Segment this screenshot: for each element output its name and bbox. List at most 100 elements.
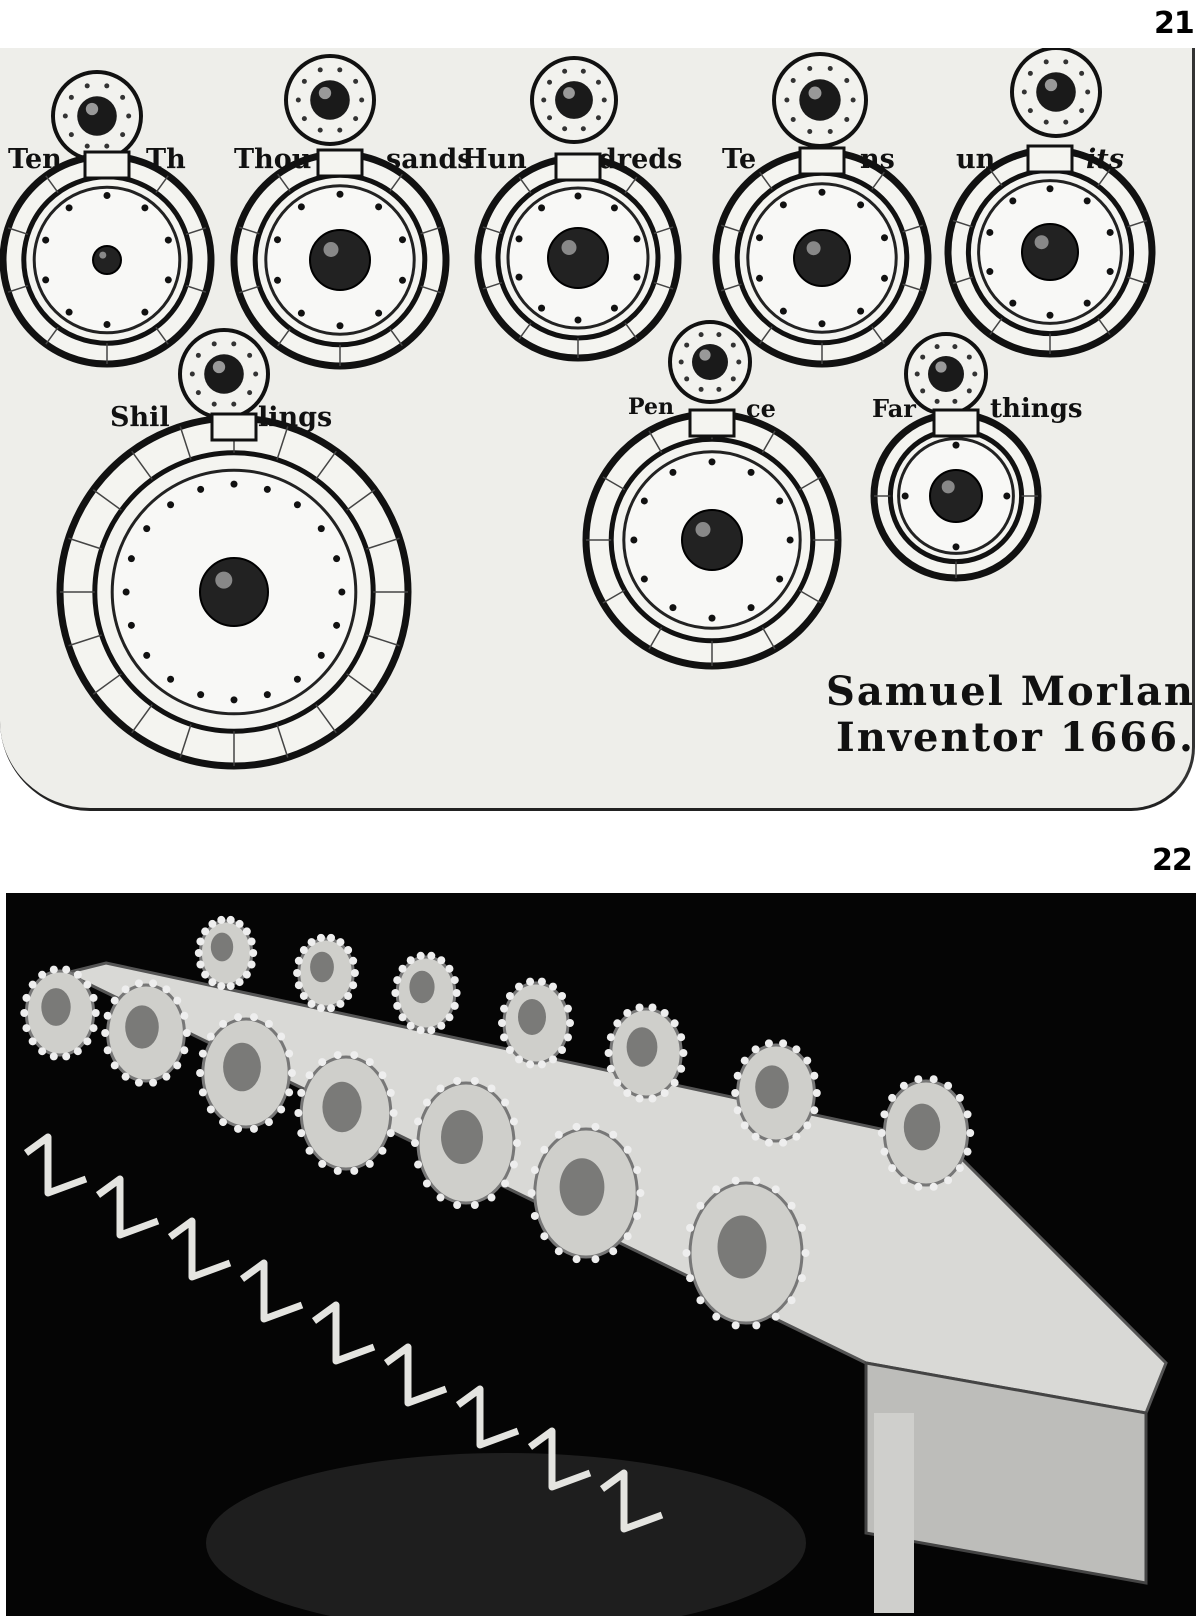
small-dial-tens-mark <box>807 128 813 134</box>
dial-pence-pin <box>708 614 716 622</box>
machine-wheel <box>527 1122 645 1264</box>
wheel-tooth <box>336 999 345 1008</box>
wheel-tooth <box>501 1098 510 1107</box>
wheel-tooth <box>293 969 302 977</box>
dial-farthings-window <box>932 408 980 438</box>
small-dial-units-knob-highlight <box>1044 78 1058 92</box>
small-dial-units-mark <box>1085 89 1091 95</box>
dial-thousands-pin <box>273 236 281 244</box>
wheel-tooth <box>527 1189 536 1197</box>
wheel-tooth <box>103 1046 112 1055</box>
dial-ten-thousands-pin <box>103 320 111 328</box>
wheel-tooth <box>751 1132 760 1141</box>
wheel-tooth <box>182 1029 191 1037</box>
dial-ten-thousands-division <box>155 175 169 194</box>
dial-tens-window <box>798 146 846 176</box>
wheel-tooth <box>771 1312 780 1321</box>
wheel-tooth <box>779 1138 788 1147</box>
dial-pence-division <box>761 430 776 454</box>
wheel-hub <box>626 1027 658 1067</box>
wheel-tooth <box>613 1019 622 1028</box>
small-dial-tens-mark <box>844 78 850 84</box>
wheel-tooth <box>606 1033 615 1042</box>
wheel-tooth <box>28 1037 37 1046</box>
dial-shillings-pin <box>333 555 341 563</box>
dial-units-division <box>989 317 1003 335</box>
wheel-tooth <box>515 1055 523 1064</box>
dial-tens <box>712 146 932 368</box>
crank-handle <box>167 1217 232 1281</box>
dial-units-pin <box>1106 268 1114 276</box>
dial-shillings-pin <box>143 525 151 533</box>
dial-hundreds-pin <box>574 192 582 200</box>
small-dial-hundreds-knob <box>555 81 593 119</box>
wheel-tooth <box>264 1118 273 1127</box>
wheel-tooth <box>537 977 546 986</box>
wheel-tooth <box>344 946 353 955</box>
wheel-tooth <box>427 1026 436 1035</box>
machine-wheel <box>101 979 191 1087</box>
wheel-tooth <box>287 1069 296 1077</box>
dial-farthings-pin <box>952 543 960 551</box>
dial-units-pin <box>1046 311 1054 319</box>
dial-shillings-division <box>315 704 337 734</box>
dial-pence-pin <box>640 575 648 583</box>
small-dial-units-mark <box>1027 108 1033 114</box>
wheel-tooth <box>208 978 217 987</box>
wheel-tooth <box>501 1179 510 1188</box>
wheel-tooth <box>963 1110 972 1119</box>
label-hundreds-right: dreds <box>598 144 683 175</box>
wheel-tooth <box>101 1029 110 1037</box>
small-dial-hundreds-mark <box>595 79 601 85</box>
wheel-hub <box>903 1103 941 1151</box>
wheel-tooth <box>235 919 244 928</box>
wheel-tooth <box>453 1201 462 1210</box>
wheel-tooth <box>249 1013 258 1022</box>
wheel-tooth <box>198 1088 207 1097</box>
figure-21-number: 21 <box>1154 6 1195 41</box>
wheel-tooth <box>679 1049 688 1057</box>
wheel-hub <box>717 1215 767 1279</box>
wheel-tooth <box>391 989 400 997</box>
dial-pence-pin <box>669 604 677 612</box>
dial-shillings-division <box>131 704 153 734</box>
small-dial-units-mark <box>1043 59 1049 65</box>
dial-thousands-pin <box>399 276 407 284</box>
dial-units-knob-highlight <box>1034 235 1049 250</box>
wheel-tooth <box>803 1056 812 1065</box>
small-dial-thousands-mark <box>353 116 359 122</box>
machine-wheel <box>498 977 574 1069</box>
wheel-tooth <box>89 993 98 1002</box>
small-dial-tens-mark <box>827 66 833 72</box>
dial-ten-thousands-pin <box>141 308 149 316</box>
small-dial-pence-knob <box>692 344 728 380</box>
wheel-tooth <box>305 1071 314 1080</box>
small-dial-thousands-mark <box>337 127 343 133</box>
dial-units-pin <box>1083 299 1091 307</box>
wheel-tooth <box>591 1255 600 1264</box>
small-dial-shillings-mark <box>211 341 217 347</box>
wheel-tooth <box>633 1166 642 1175</box>
wheel-tooth <box>731 1321 740 1330</box>
dial-tens-knob <box>793 229 851 287</box>
dial-hundreds-division <box>624 322 638 340</box>
wheel-tooth <box>297 1129 306 1138</box>
wheel-tooth <box>554 1247 563 1256</box>
wheel-tooth <box>62 1052 71 1061</box>
wheel-tooth <box>963 1147 972 1156</box>
label-hundreds-left: Hun <box>462 144 527 175</box>
dial-pence-pin <box>776 497 784 505</box>
wheel-tooth <box>327 933 336 942</box>
small-dial-thousands-mark <box>337 67 343 73</box>
wheel-tooth <box>242 970 251 979</box>
wheel-tooth <box>406 1021 415 1030</box>
small-dial-farthings-mark <box>966 354 972 360</box>
wheel-tooth <box>505 1045 514 1054</box>
dial-shillings-division <box>92 489 122 511</box>
dial-pence-division <box>798 476 822 491</box>
small-dial-ten-thousands-mark <box>84 143 90 149</box>
dial-units-division <box>952 219 973 228</box>
machine-wheel <box>293 933 359 1013</box>
small-dial-hundreds-mark <box>547 79 553 85</box>
wheel-tooth <box>206 1032 215 1041</box>
